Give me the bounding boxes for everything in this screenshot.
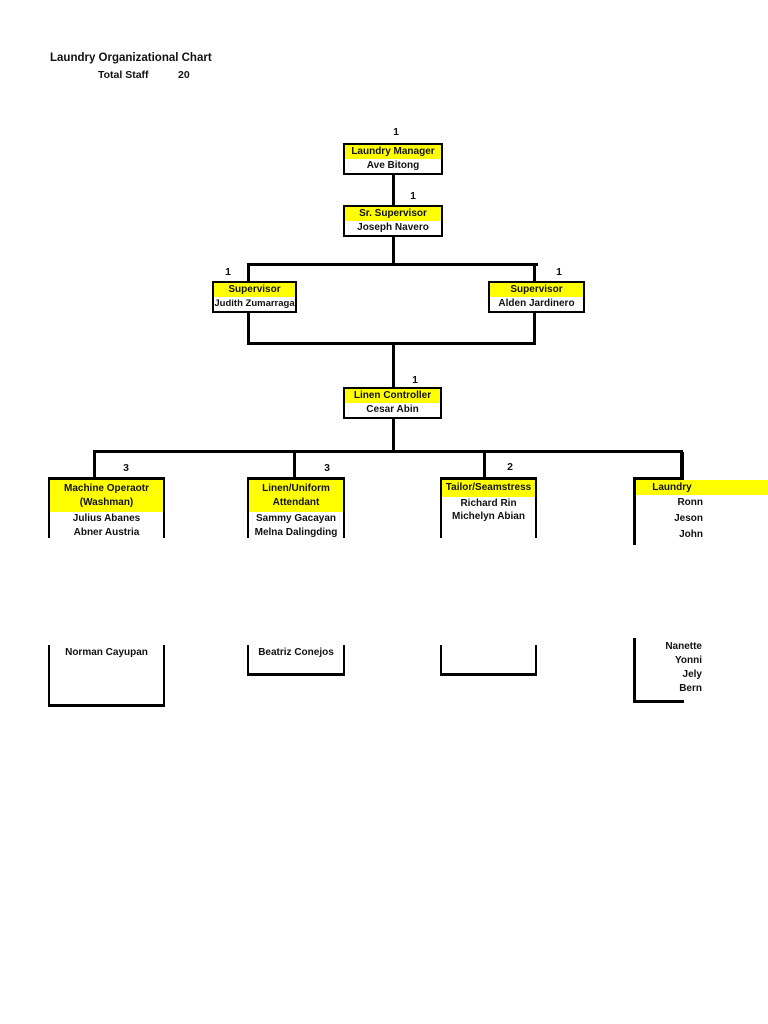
org-node-laundry-right-highlight — [635, 480, 768, 495]
connector — [293, 452, 296, 478]
connector — [680, 452, 684, 478]
connector — [533, 313, 536, 344]
connector — [247, 263, 250, 282]
node-title: Linen/Uniform Attendant — [249, 480, 343, 512]
connector — [633, 477, 684, 480]
org-node-sr-supervisor: Sr. Supervisor Joseph Navero — [343, 205, 443, 237]
box-border — [633, 477, 636, 545]
node-person: Sammy Gacayan — [255, 513, 337, 524]
node-person: John — [679, 529, 703, 540]
org-node-tailor: Tailor/Seamstress Richard Rin Michelyn A… — [440, 477, 537, 538]
org-node-machine-operator-extra: Norman Cayupan — [48, 645, 165, 707]
count-machine-operator: 3 — [123, 462, 129, 474]
node-person: Joseph Navero — [345, 221, 441, 234]
page-title: Laundry Organizational Chart — [50, 52, 212, 64]
node-person: Ronn — [677, 497, 703, 508]
connector — [392, 237, 395, 265]
org-node-laundry-right-names: Ronn Jeson John — [630, 495, 703, 543]
count-laundry-manager: 1 — [393, 126, 399, 138]
node-person: Julius Abanes — [72, 513, 141, 524]
node-title: Machine Operaotr (Washman) — [50, 480, 163, 512]
org-node-laundry-right-extra-names: Nanette Yonni Jely Bern — [630, 640, 702, 696]
box-border — [633, 638, 636, 703]
node-title: Laundry — [652, 482, 692, 493]
node-title-line: Machine Operaotr — [63, 483, 150, 494]
node-person: Melna Dalingding — [254, 526, 338, 538]
connector — [247, 313, 250, 344]
org-node-linen-attendant: Linen/Uniform Attendant Sammy Gacayan Me… — [247, 477, 345, 538]
count-supervisor-right: 1 — [556, 266, 562, 278]
node-title: Supervisor — [490, 283, 583, 297]
node-person: Yonni — [674, 655, 702, 666]
org-node-linen-controller: Linen Controller Cesar Abin — [343, 387, 442, 419]
node-person: Beatriz Conejos — [258, 647, 334, 658]
count-sr-supervisor: 1 — [410, 190, 416, 202]
node-person: Abner Austria — [73, 526, 140, 538]
count-linen-controller: 1 — [412, 374, 418, 386]
node-person: Jeson — [674, 513, 703, 524]
node-title: Linen Controller — [345, 389, 440, 403]
org-node-tailor-extra — [440, 645, 537, 676]
connector — [392, 419, 395, 451]
total-staff-value: 20 — [178, 69, 190, 81]
node-person: Bern — [679, 683, 702, 694]
org-node-supervisor-left: Supervisor Judith Zumarraga — [212, 281, 297, 313]
count-linen-attendant: 3 — [324, 462, 330, 474]
node-person: Nanette — [665, 641, 702, 652]
node-person: Michelyn Abian — [452, 511, 525, 522]
connector — [93, 450, 683, 453]
connector — [247, 263, 538, 266]
node-person: Norman Cayupan — [65, 647, 148, 658]
org-node-supervisor-right: Supervisor Alden Jardinero — [488, 281, 585, 313]
node-title: Tailor/Seamstress — [442, 480, 535, 497]
node-person: Richard Rin — [460, 497, 517, 509]
total-staff-label: Total Staff — [98, 69, 149, 81]
node-title: Supervisor — [214, 283, 295, 297]
org-node-machine-operator: Machine Operaotr (Washman) Julius Abanes… — [48, 477, 165, 538]
connector — [533, 263, 536, 282]
connector — [247, 342, 536, 345]
count-tailor: 2 — [507, 461, 513, 473]
org-node-laundry-manager: Laundry Manager Ave Bitong — [343, 143, 443, 175]
node-title-line: Linen/Uniform — [262, 483, 330, 494]
connector — [93, 452, 96, 478]
node-title-line: (Washman) — [79, 496, 134, 508]
node-person: Jely — [682, 669, 702, 680]
node-title-line: Attendant — [272, 496, 320, 508]
node-person: Cesar Abin — [345, 403, 440, 416]
connector — [483, 452, 486, 478]
box-border — [633, 700, 684, 704]
connector — [392, 175, 395, 205]
node-person: Ave Bitong — [345, 159, 441, 172]
org-node-linen-attendant-extra: Beatriz Conejos — [247, 645, 345, 676]
count-supervisor-left: 1 — [225, 266, 231, 278]
node-person: Judith Zumarraga — [214, 297, 295, 310]
connector — [392, 344, 395, 388]
node-person: Alden Jardinero — [490, 297, 583, 310]
node-title: Sr. Supervisor — [345, 207, 441, 221]
node-title: Laundry Manager — [345, 145, 441, 159]
